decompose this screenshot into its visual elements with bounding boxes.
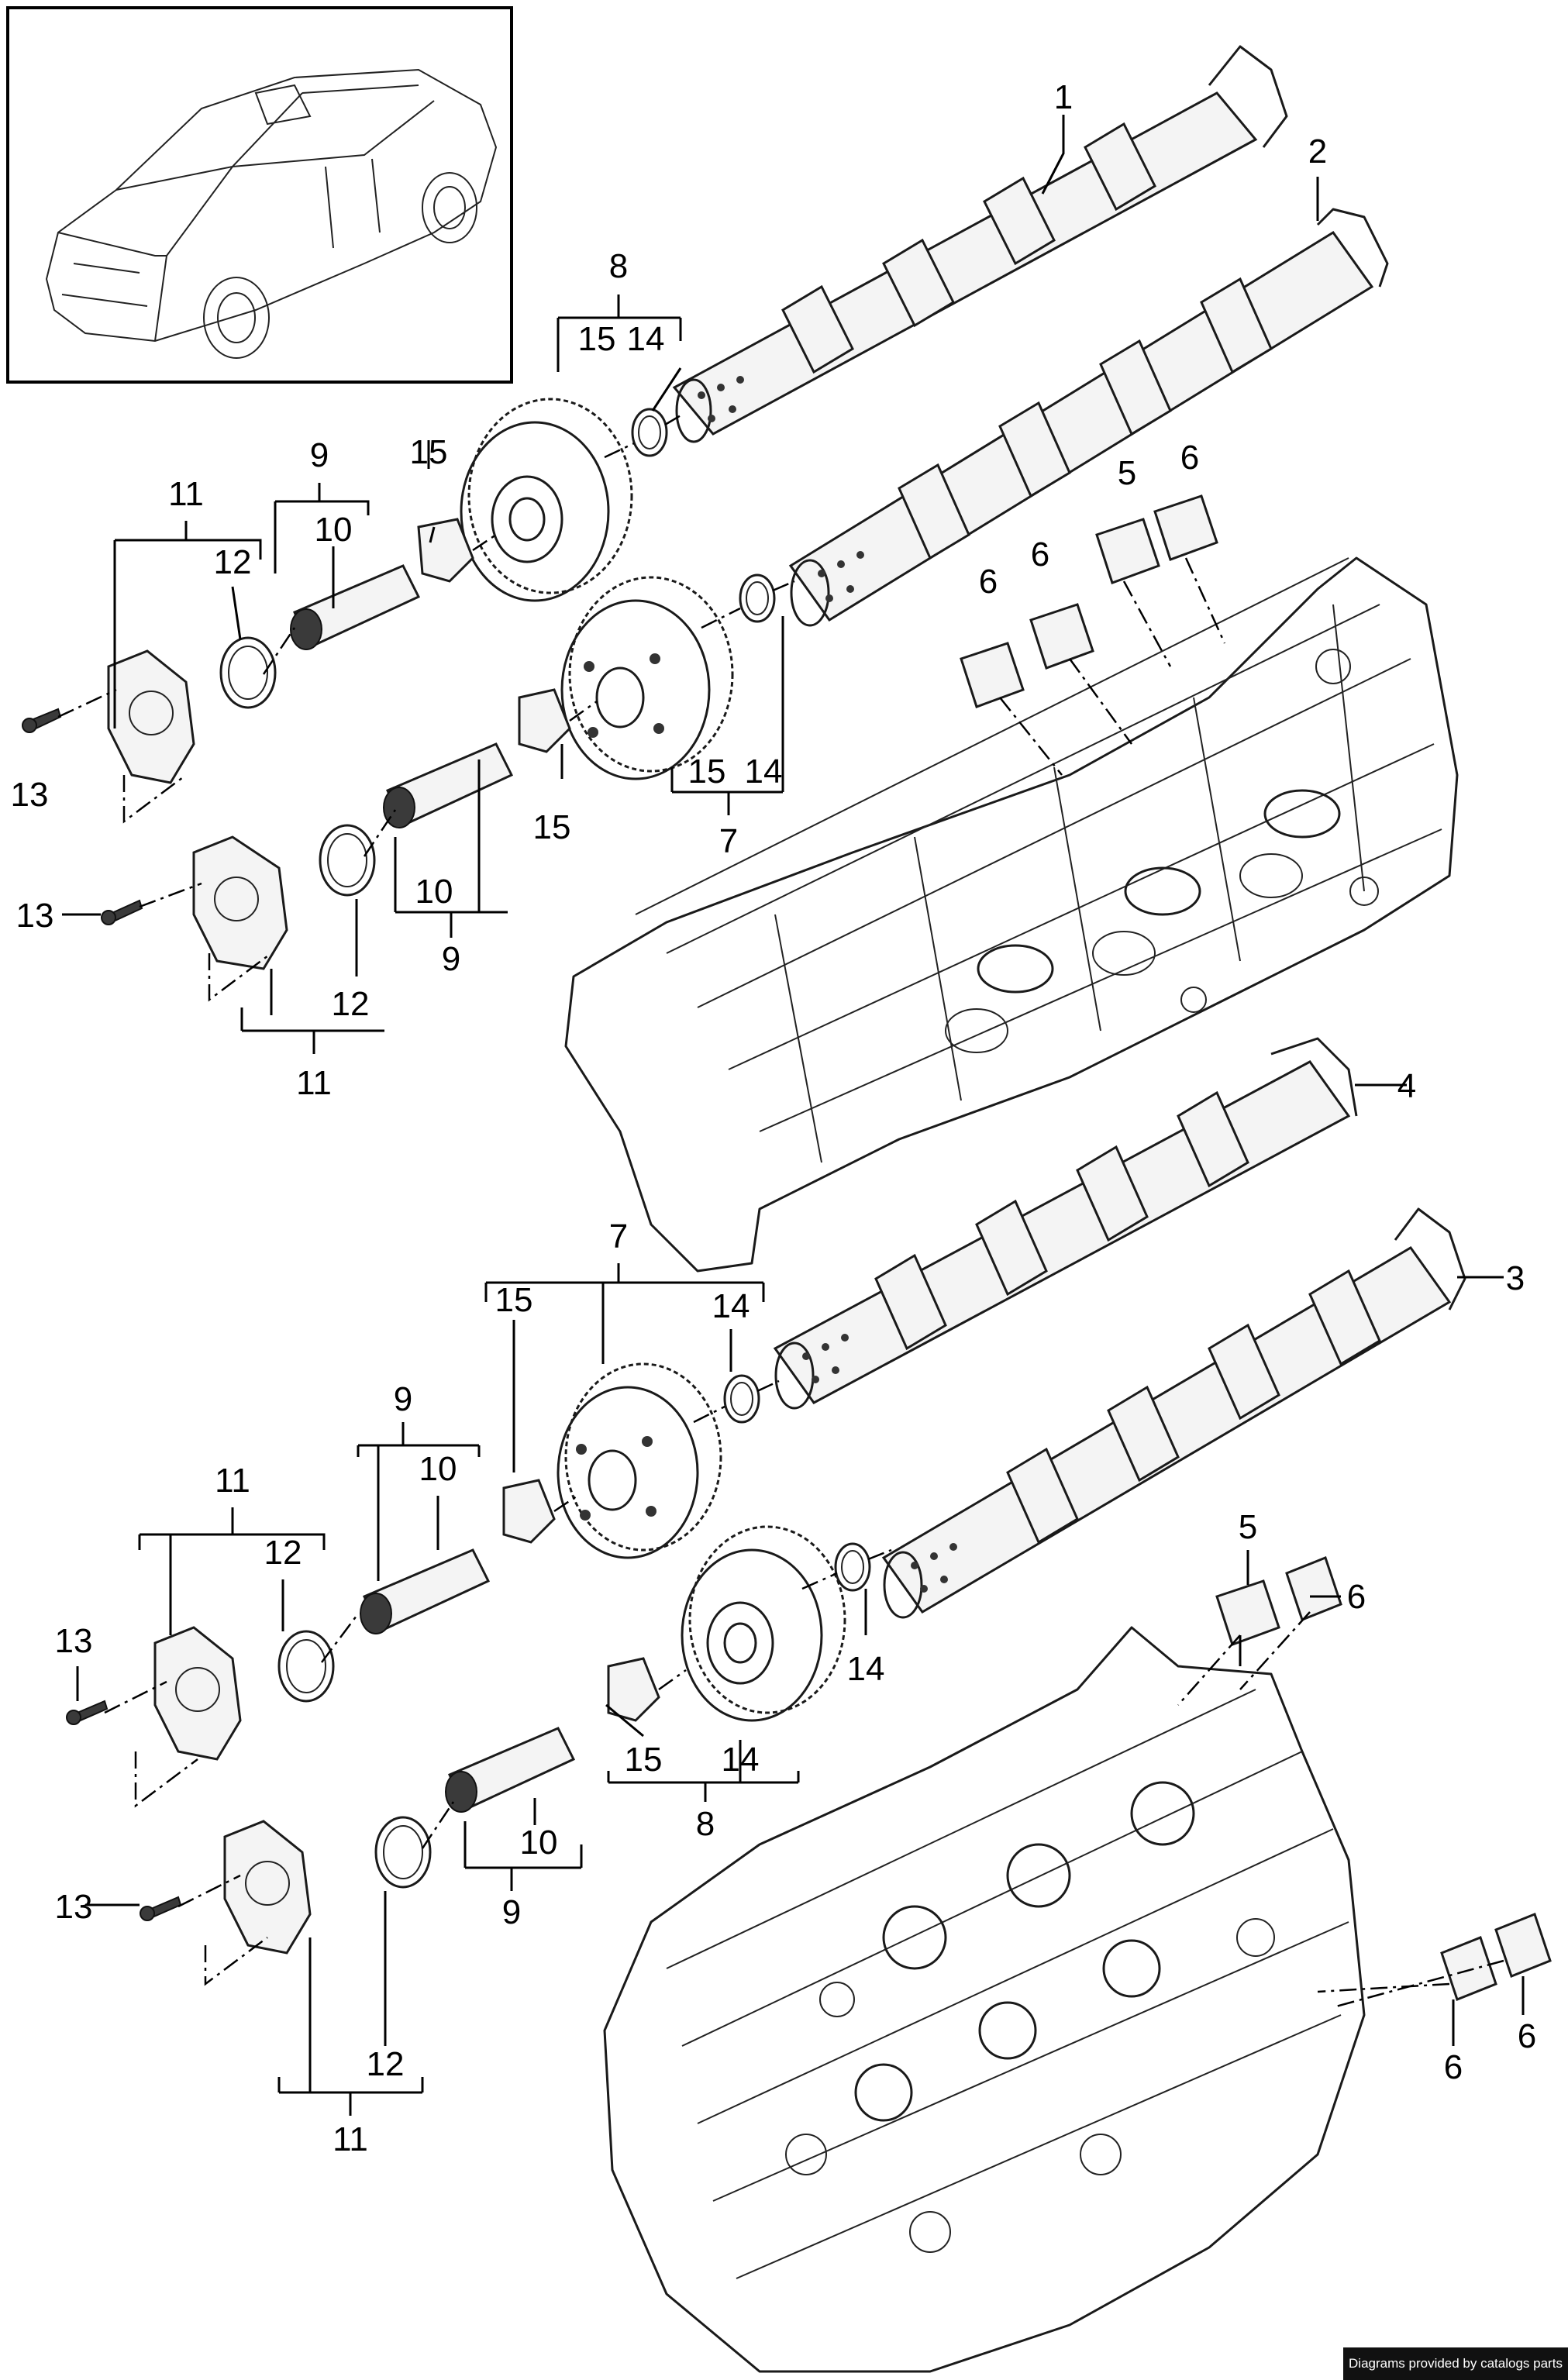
camshaft-2 — [788, 208, 1389, 627]
callout-15: 15 — [688, 753, 726, 790]
callout-11: 11 — [215, 1462, 250, 1500]
assembly-lines — [57, 413, 1504, 2009]
callout-6: 6 — [1180, 439, 1199, 477]
gasket-ring-group — [219, 636, 432, 1889]
callout-14: 14 — [712, 1287, 750, 1325]
vehicle-thumbnail — [6, 6, 513, 384]
cylinder-head-lower — [603, 1626, 1366, 2373]
seal-ring-group — [631, 408, 871, 1592]
callout-2: 2 — [1308, 133, 1327, 170]
callout-10: 10 — [520, 1824, 558, 1862]
callout-11: 11 — [333, 2120, 368, 2158]
callout-9: 9 — [394, 1380, 412, 1418]
callout-15: 15 — [495, 1281, 533, 1319]
callout-10: 10 — [419, 1450, 457, 1488]
callout-9: 9 — [442, 940, 460, 978]
callout-15: 15 — [533, 808, 571, 846]
camshaft-1 — [672, 45, 1288, 443]
callout-4: 4 — [1397, 1067, 1416, 1105]
callout-9: 9 — [502, 1893, 521, 1931]
callout-6: 6 — [1347, 1578, 1366, 1616]
callout-11: 11 — [168, 475, 204, 513]
callout-12: 12 — [367, 2045, 405, 2083]
callout-15: 15 — [625, 1741, 663, 1779]
callout-12: 12 — [264, 1534, 302, 1572]
callout-8: 8 — [609, 247, 628, 285]
callout-13: 13 — [11, 776, 49, 814]
central-bolt-group — [417, 518, 660, 1722]
callout-1: 1 — [1054, 78, 1073, 116]
control-valve-group — [290, 564, 576, 1813]
callout-6: 6 — [979, 563, 998, 601]
callout-14: 14 — [745, 753, 783, 790]
callout-7: 7 — [609, 1218, 628, 1255]
cylinder-head-upper — [564, 556, 1459, 1273]
camshaft-3 — [881, 1207, 1466, 1619]
camshaft-adjuster-upper-a — [460, 398, 633, 602]
callout-15: 15 — [410, 433, 448, 471]
callout-6: 6 — [1031, 536, 1049, 573]
camshaft-adjuster-upper-b — [560, 576, 734, 780]
leader-lines — [62, 115, 1525, 2116]
callout-11: 11 — [296, 1064, 332, 1102]
callout-10: 10 — [415, 873, 453, 911]
camshaft-adjuster-lower-a — [557, 1362, 722, 1559]
roller-tappet-group — [960, 494, 1552, 2001]
callout-10: 10 — [315, 511, 353, 549]
callout-7: 7 — [719, 822, 738, 860]
callout-3: 3 — [1506, 1259, 1525, 1297]
callout-8: 8 — [696, 1805, 715, 1843]
callout-13: 13 — [55, 1888, 93, 1926]
callout-6: 6 — [1444, 2048, 1463, 2086]
credit-badge: Diagrams provided by catalogs parts — [1343, 2347, 1568, 2380]
callout-12: 12 — [332, 985, 370, 1023]
screw-group — [22, 708, 182, 1921]
callout-9: 9 — [310, 436, 329, 474]
callout-14: 14 — [627, 320, 665, 358]
camshaft-4 — [773, 1037, 1358, 1410]
callout-13: 13 — [55, 1622, 93, 1660]
callout-15: 15 — [578, 320, 616, 358]
callout-12: 12 — [214, 543, 252, 581]
callout-14: 14 — [847, 1650, 885, 1688]
camshaft-adjuster-lower-b — [681, 1525, 846, 1722]
callout-13: 13 — [16, 897, 54, 935]
callout-14: 14 — [722, 1741, 760, 1779]
callout-labels: 1 2 8 15 14 15 9 10 11 12 5 6 6 6 13 15 … — [11, 78, 1537, 2158]
valve-cover-group — [107, 649, 312, 1955]
callout-5: 5 — [1118, 454, 1136, 492]
callout-5: 5 — [1239, 1508, 1257, 1546]
callout-6: 6 — [1518, 2017, 1536, 2055]
